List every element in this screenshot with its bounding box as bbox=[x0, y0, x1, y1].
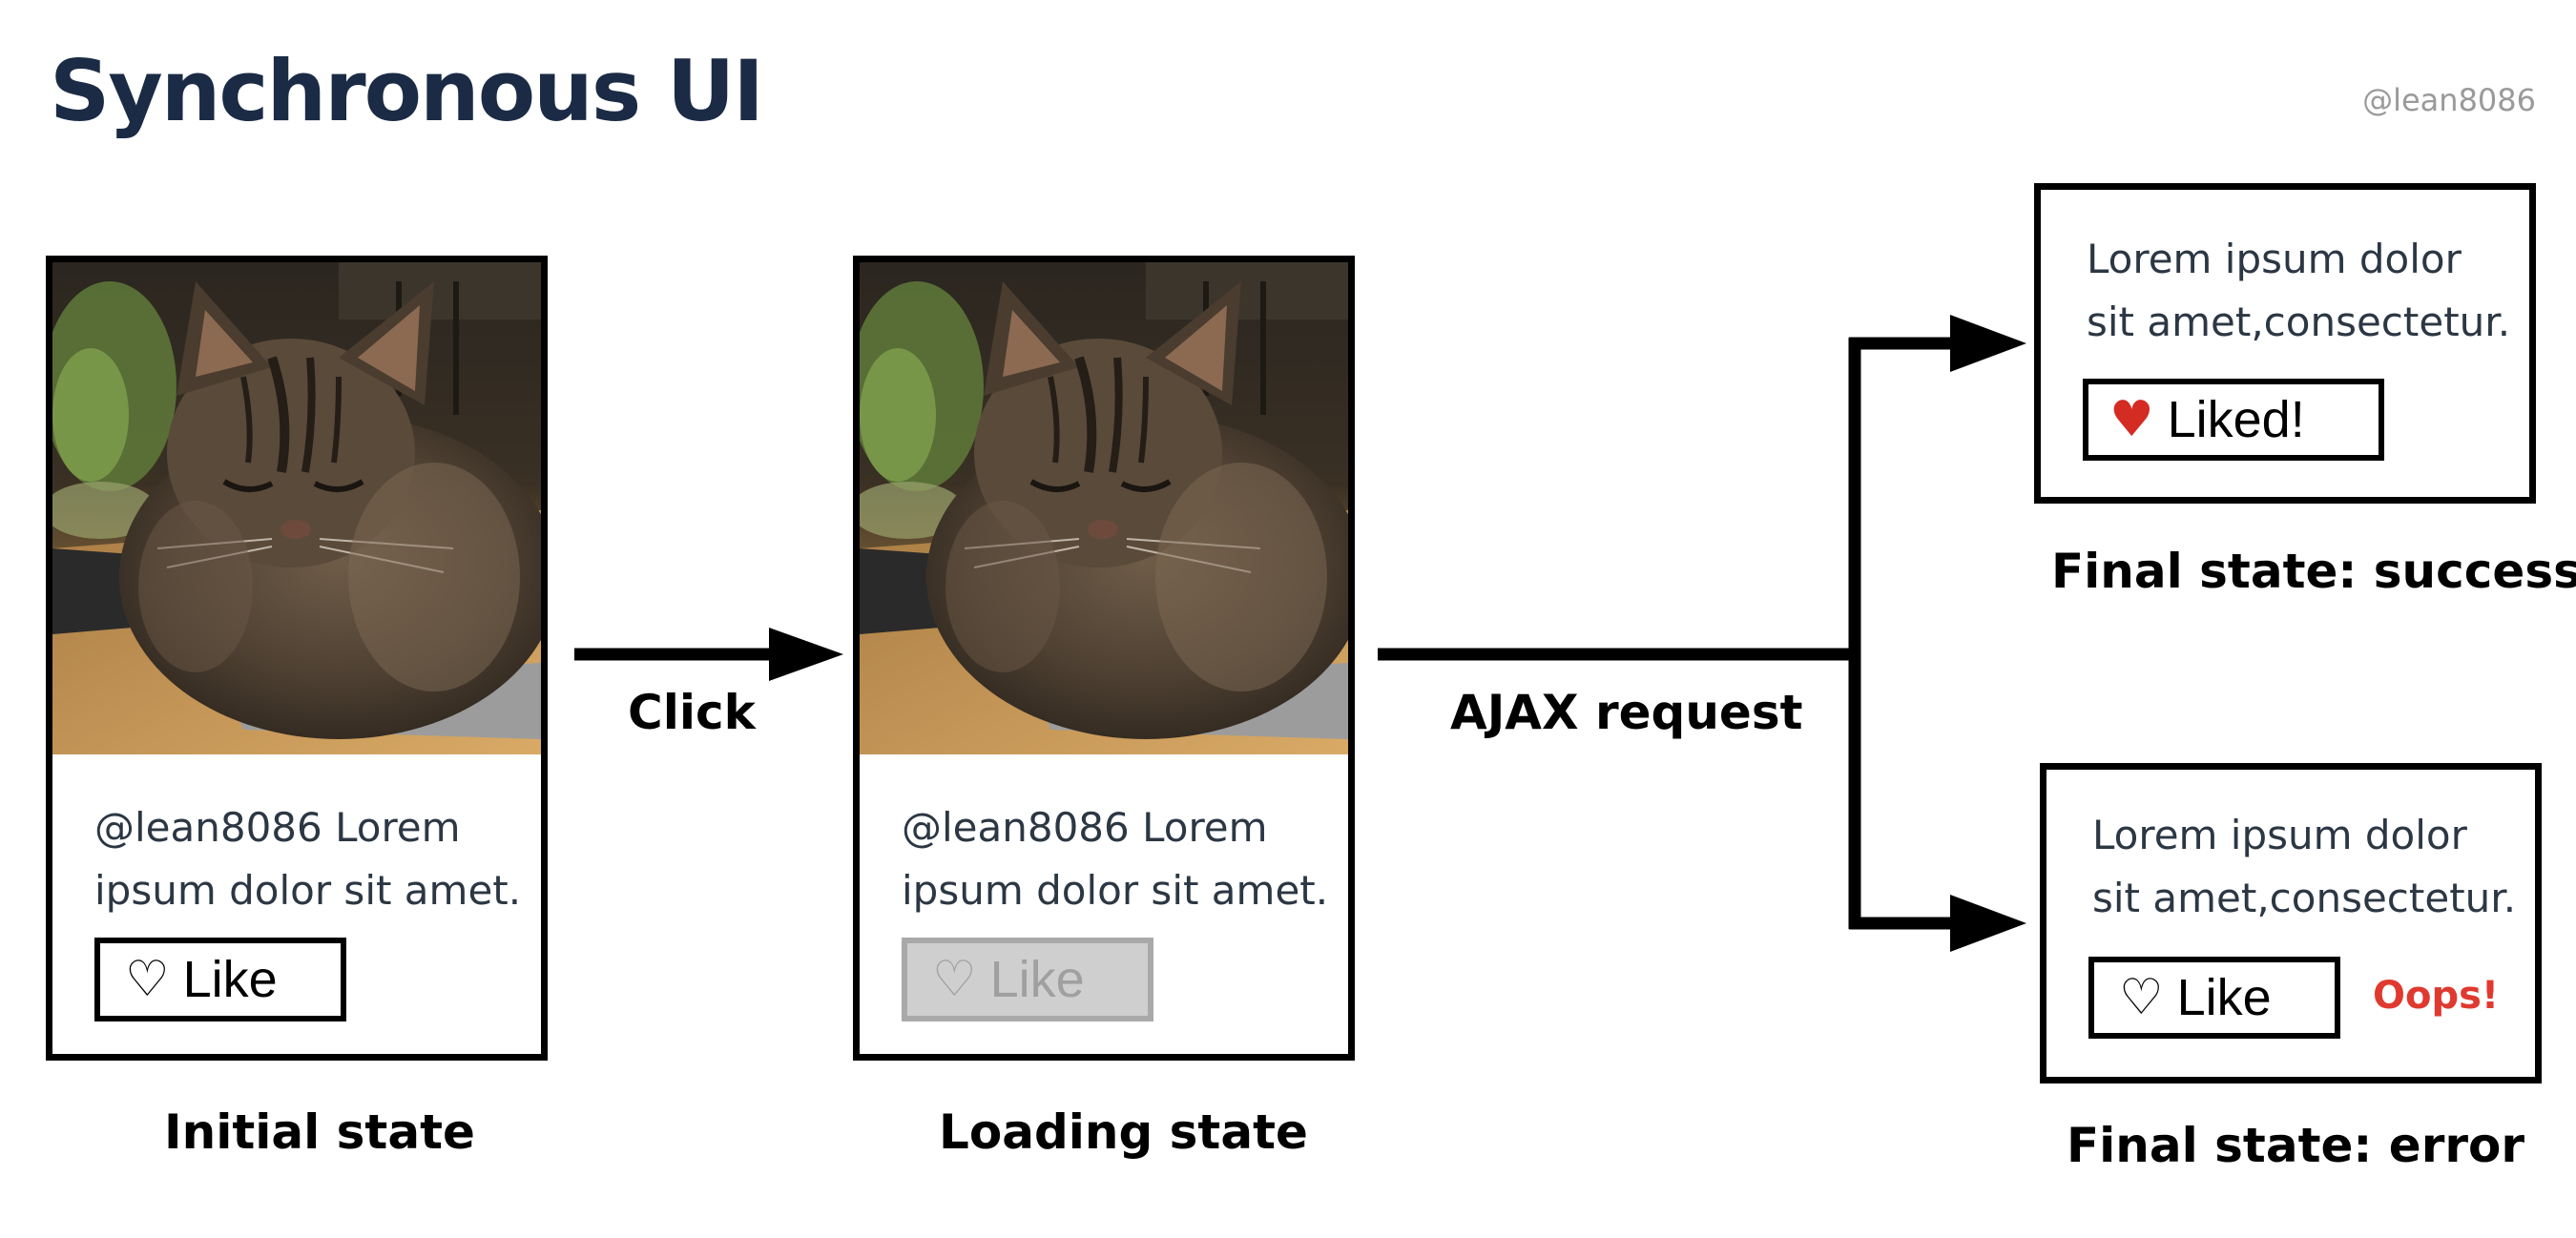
ajax-request-label: AJAX request bbox=[1450, 685, 1803, 740]
card-text: @lean8086 Lorem ipsum dolor sit amet. bbox=[902, 796, 1328, 922]
ajax-branch-arrows bbox=[1378, 315, 2026, 952]
card-text: @lean8086 Lorem ipsum dolor sit amet. bbox=[94, 796, 521, 922]
liked-button[interactable]: ♥ Liked! bbox=[2083, 379, 2384, 461]
like-button-label: Like bbox=[2176, 969, 2272, 1026]
like-button-label: Like bbox=[182, 951, 278, 1008]
heart-filled-icon: ♥ bbox=[2109, 391, 2154, 448]
card-text-line2: ipsum dolor sit amet. bbox=[902, 867, 1329, 914]
card-text-line2: sit amet,consectetur. bbox=[2092, 875, 2517, 921]
heart-outline-icon: ♡ bbox=[932, 951, 977, 1008]
card-text: Lorem ipsum dolor sit amet,consectetur. bbox=[2092, 804, 2516, 930]
card-loading-state: @lean8086 Lorem ipsum dolor sit amet. ♡ … bbox=[853, 256, 1355, 1061]
like-button-label: Like bbox=[989, 951, 1085, 1008]
caption-loading-state: Loading state bbox=[939, 1104, 1308, 1160]
card-text-line1: Lorem ipsum dolor bbox=[2087, 236, 2462, 282]
card-text-line1: @lean8086 Lorem bbox=[902, 804, 1268, 851]
card-final-success: Lorem ipsum dolor sit amet,consectetur. … bbox=[2034, 183, 2536, 504]
like-button-disabled: ♡ Like bbox=[902, 938, 1153, 1021]
page-title: Synchronous UI bbox=[50, 42, 764, 140]
error-message: Oops! bbox=[2373, 974, 2500, 1018]
card-text-line1: @lean8086 Lorem bbox=[94, 804, 461, 851]
click-label: Click bbox=[628, 685, 756, 740]
caption-final-success: Final state: success bbox=[2051, 544, 2576, 599]
card-text-line2: ipsum dolor sit amet. bbox=[94, 867, 522, 914]
heart-outline-icon: ♡ bbox=[125, 951, 170, 1008]
like-button[interactable]: ♡ Like bbox=[2088, 957, 2340, 1039]
liked-button-label: Liked! bbox=[2167, 391, 2305, 448]
caption-final-error: Final state: error bbox=[2067, 1118, 2525, 1173]
like-button[interactable]: ♡ Like bbox=[94, 938, 346, 1021]
heart-outline-icon: ♡ bbox=[2119, 969, 2164, 1026]
author-handle: @lean8086 bbox=[2362, 82, 2536, 118]
card-text-line1: Lorem ipsum dolor bbox=[2092, 812, 2467, 858]
card-text-line2: sit amet,consectetur. bbox=[2087, 299, 2511, 345]
caption-initial-state: Initial state bbox=[164, 1104, 475, 1160]
card-text: Lorem ipsum dolor sit amet,consectetur. bbox=[2087, 228, 2510, 354]
card-final-error: Lorem ipsum dolor sit amet,consectetur. … bbox=[2040, 763, 2542, 1083]
click-arrow bbox=[574, 628, 843, 681]
card-initial-state: @lean8086 Lorem ipsum dolor sit amet. ♡ … bbox=[46, 256, 548, 1061]
